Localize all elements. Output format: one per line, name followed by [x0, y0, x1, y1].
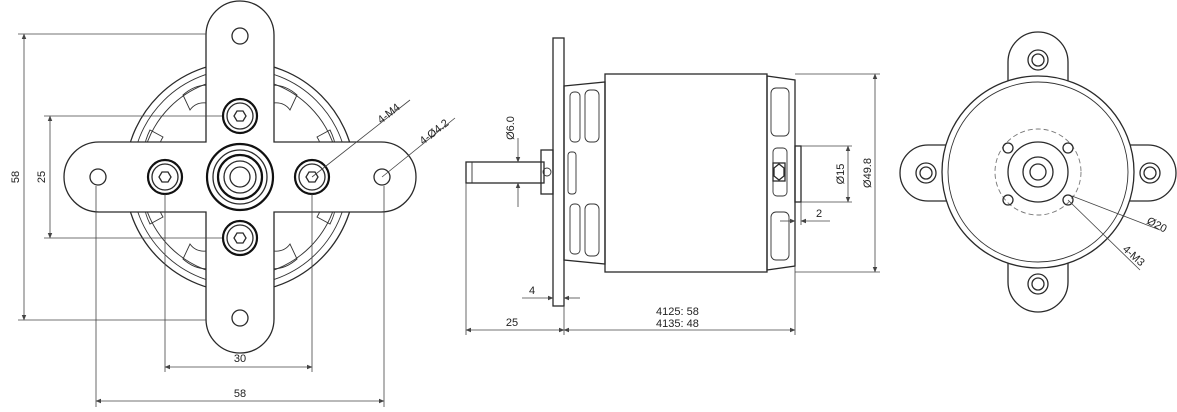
dim-flange-thick: 4: [522, 285, 580, 301]
rear-tab-left: [899, 144, 949, 202]
leader-rear-m3-label: 4-M3: [1120, 243, 1147, 269]
rear-body-outer: [941, 75, 1135, 269]
dim-shaft-dia-label: Ø6.0: [505, 116, 517, 140]
screw-top: [221, 97, 259, 135]
rear-tab-bottom: [1007, 261, 1069, 313]
dim-length-4125: 4125: 58: [656, 306, 699, 318]
leader-hole-label: 4-Ø4.2: [417, 117, 451, 147]
dim-flange-thick-label: 4: [529, 285, 535, 297]
dim-body-dia-label: Ø49.8: [862, 158, 874, 188]
dim-shaft-dia: Ø6.0: [505, 116, 521, 207]
rear-tab-right: [1127, 144, 1177, 202]
screw-bottom: [221, 219, 259, 257]
side-view: Ø6.0 4 25 4125: 58 4135: 48 Ø15: [465, 37, 880, 335]
rear-body-inner: [947, 81, 1129, 263]
leader-m4-label: 4-M4: [375, 101, 402, 126]
dim-shaft-length-label: 25: [506, 317, 518, 329]
rear-hub-inner: [1029, 163, 1047, 181]
front-bell-vents: [567, 89, 600, 257]
rear-tab-top: [1007, 31, 1069, 83]
motor-body: [604, 73, 768, 273]
dim-front-vspan: 25: [36, 115, 222, 239]
dim-front-width: 58: [95, 186, 385, 407]
dim-front-vspan-label: 25: [36, 171, 48, 183]
mount-hole-right: [373, 168, 391, 186]
dim-front-hspan-label: 30: [234, 353, 246, 365]
leader-bolt-circle-label: Ø20: [1145, 215, 1169, 235]
dim-body-length: 4125: 58 4135: 48: [563, 266, 796, 335]
dim-front-hspan: 30: [164, 194, 313, 372]
shaft: [465, 161, 545, 184]
center-hub: [205, 142, 275, 212]
mount-hole-bottom: [231, 309, 249, 327]
mount-hole-top: [231, 27, 249, 45]
rear-hub-mid: [1022, 156, 1054, 188]
mount-hole-left: [89, 168, 107, 186]
rear-m3-holes: [1002, 142, 1074, 206]
front-view: 58 25 30 58 4-M4 4-Ø4.2: [10, 0, 456, 407]
rear-boss: [794, 145, 802, 203]
dim-boss-length-label: 2: [816, 208, 822, 220]
flange: [552, 37, 565, 307]
dim-shaft-length: 25: [465, 183, 565, 335]
rear-tab-holes: [915, 49, 1161, 295]
dim-boss-length: 2: [780, 202, 830, 225]
dim-front-width-label: 58: [234, 388, 246, 400]
dim-boss-dia: Ø15: [801, 145, 852, 203]
rear-nut: [772, 162, 786, 182]
dim-boss-dia-label: Ø15: [835, 164, 847, 185]
rear-view: Ø20 4-M3: [899, 31, 1177, 313]
cross-mount: [63, 0, 417, 354]
dim-front-height: 58: [10, 33, 206, 321]
rear-hub-outer: [1007, 141, 1069, 203]
rear-bolt-circle: [994, 128, 1082, 216]
dim-body-dia: Ø49.8: [795, 73, 880, 273]
dim-length-4135: 4135: 48: [656, 318, 699, 330]
dim-front-height-label: 58: [10, 171, 22, 183]
